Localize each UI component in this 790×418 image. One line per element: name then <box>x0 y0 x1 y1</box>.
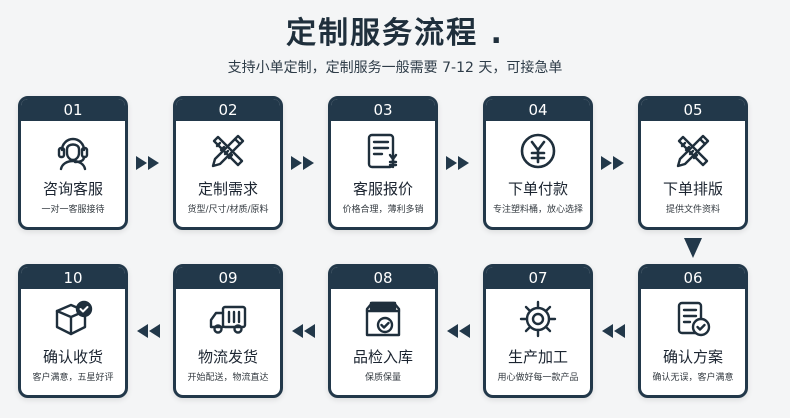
double-chevron-left-icon <box>445 323 471 339</box>
yen-coin-icon <box>518 131 558 171</box>
step-number: 08 <box>331 267 435 289</box>
double-chevron-right-icon <box>445 155 471 171</box>
step-label: 下单付款 <box>507 180 568 198</box>
step-number: 03 <box>331 99 435 121</box>
step-card-09: 09 物流发货 开始配送，物流直达 <box>173 264 283 398</box>
inspection-box-icon <box>363 299 403 339</box>
step-label: 下单排版 <box>662 180 723 198</box>
double-chevron-left-icon <box>135 323 161 339</box>
step-label: 物流发货 <box>197 348 258 366</box>
step-number: 10 <box>21 267 125 289</box>
page-subtitle: 支持小单定制，定制服务一般需要 7-12 天，可接急单 <box>227 60 563 76</box>
step-description: 用心做好每一款产品 <box>497 373 579 383</box>
step-card-04: 04 下单付款 专注塑料桶，放心选择 <box>483 96 593 230</box>
double-chevron-right-icon <box>290 155 316 171</box>
double-chevron-left-icon <box>290 323 316 339</box>
step-label: 确认收货 <box>42 348 103 366</box>
step-card-08: 08 品检入库 保质保量 <box>328 264 438 398</box>
step-label: 客服报价 <box>352 180 413 198</box>
step-description: 客户满意，五星好评 <box>32 373 114 383</box>
step-number: 05 <box>641 99 745 121</box>
step-number: 09 <box>176 267 280 289</box>
page-title: 定制服务流程 . <box>286 16 504 51</box>
ruler-pencil-icon <box>673 131 713 171</box>
step-description: 保质保量 <box>364 373 401 383</box>
step-card-06: 06 确认方案 确认无误，客户满意 <box>638 264 748 398</box>
step-label: 生产加工 <box>507 348 568 366</box>
approved-document-icon <box>673 299 713 339</box>
step-card-07: 07 生产加工 用心做好每一款产品 <box>483 264 593 398</box>
arrow-down-icon <box>682 236 704 260</box>
step-number: 07 <box>486 267 590 289</box>
double-chevron-right-icon <box>135 155 161 171</box>
step-number: 04 <box>486 99 590 121</box>
step-label: 咨询客服 <box>42 180 103 198</box>
step-card-03: 03 客服报价 价格合理，薄利多销 <box>328 96 438 230</box>
step-number: 02 <box>176 99 280 121</box>
ruler-pencil-icon <box>208 131 248 171</box>
step-number: 06 <box>641 267 745 289</box>
price-document-icon <box>363 131 403 171</box>
step-description: 价格合理，薄利多销 <box>342 205 424 215</box>
step-number: 01 <box>21 99 125 121</box>
step-label: 定制需求 <box>197 180 258 198</box>
delivery-truck-icon <box>208 299 248 339</box>
step-description: 一对一客服接待 <box>41 205 105 215</box>
customer-service-headset-icon <box>53 131 93 171</box>
package-check-icon <box>53 299 93 339</box>
step-label: 品检入库 <box>352 348 413 366</box>
step-card-10: 10 确认收货 客户满意，五星好评 <box>18 264 128 398</box>
step-card-01: 01 咨询客服 一对一客服接待 <box>18 96 128 230</box>
step-description: 开始配送，物流直达 <box>187 373 269 383</box>
double-chevron-left-icon <box>600 323 626 339</box>
step-description: 确认无误，客户满意 <box>652 373 734 383</box>
double-chevron-right-icon <box>600 155 626 171</box>
gear-icon <box>518 299 558 339</box>
step-description: 提供文件资料 <box>665 205 720 215</box>
step-card-05: 05 下单排版 提供文件资料 <box>638 96 748 230</box>
step-description: 货型/尺寸/材质/原料 <box>187 205 269 215</box>
step-card-02: 02 定制需求 货型/尺寸/材质/原料 <box>173 96 283 230</box>
step-label: 确认方案 <box>662 348 723 366</box>
step-description: 专注塑料桶，放心选择 <box>492 205 583 215</box>
